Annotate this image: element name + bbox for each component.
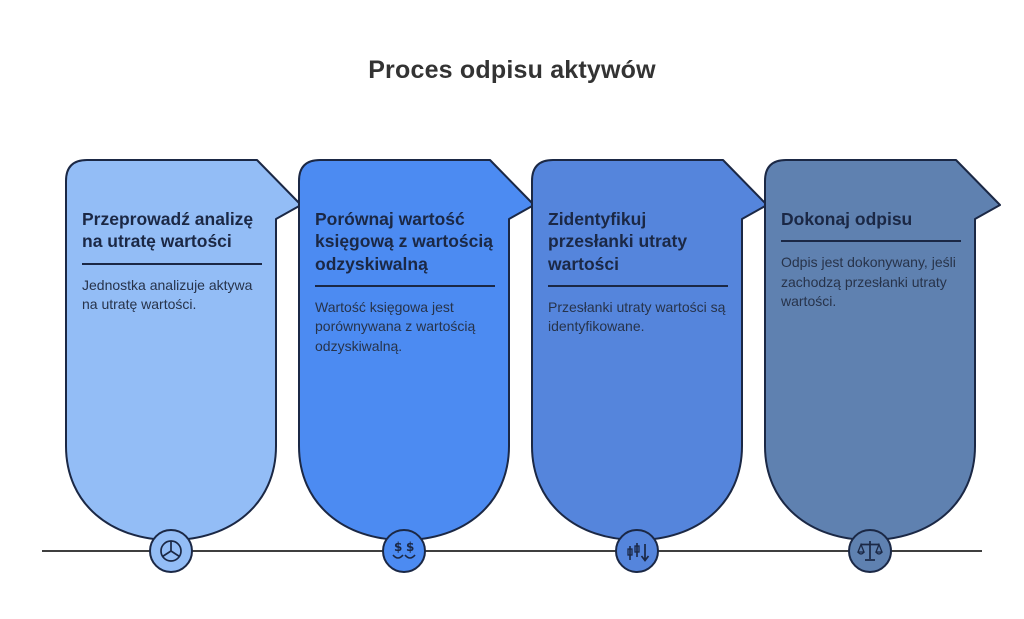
- step-description: Przesłanki utraty wartości są identyfiko…: [548, 299, 726, 335]
- step-card-2: Porównaj wartość księgową z wartością od…: [297, 158, 537, 544]
- step-card-1: Przeprowadź analizę na utratę wartości J…: [64, 158, 304, 544]
- step-card-shape: [65, 159, 302, 541]
- title-divider: [548, 285, 728, 288]
- step-description: Odpis jest dokonywany, jeśli zachodzą pr…: [781, 254, 956, 310]
- step-badge-4: [847, 528, 893, 574]
- title-divider: [781, 240, 961, 243]
- timeline-axis: [42, 550, 982, 552]
- step-title: Dokonaj odpisu: [781, 209, 913, 229]
- step-title: Przeprowadź analizę na utratę wartości: [82, 209, 254, 252]
- pie-chart-icon: [149, 529, 193, 573]
- svg-text:$: $: [406, 540, 414, 554]
- step-card-shape: [531, 159, 768, 541]
- step-badge-1: [148, 528, 194, 574]
- title-divider: [82, 262, 262, 265]
- svg-text:$: $: [394, 540, 402, 554]
- declining-chart-icon: [615, 529, 659, 573]
- step-description: Wartość księgowa jest porównywana z wart…: [315, 299, 476, 354]
- step-card-shape: [764, 159, 1001, 541]
- page-title: Proces odpisu aktywów: [368, 56, 656, 84]
- step-badge-3: [614, 528, 660, 574]
- step-card-4: Dokonaj odpisu Odpis jest dokonywany, je…: [763, 158, 1003, 544]
- step-title: Zidentyfikuj przesłanki utraty wartości: [548, 209, 688, 274]
- step-card-shape: [298, 159, 535, 541]
- title-divider: [315, 285, 495, 288]
- step-title: Porównaj wartość księgową z wartością od…: [315, 209, 493, 274]
- step-card-3: Zidentyfikuj przesłanki utraty wartości …: [530, 158, 770, 544]
- step-badge-2: $ $: [381, 528, 427, 574]
- currency-compare-icon: $ $: [382, 529, 426, 573]
- step-description: Jednostka analizuje aktywa na utratę war…: [82, 276, 253, 313]
- scales-icon: [848, 529, 892, 573]
